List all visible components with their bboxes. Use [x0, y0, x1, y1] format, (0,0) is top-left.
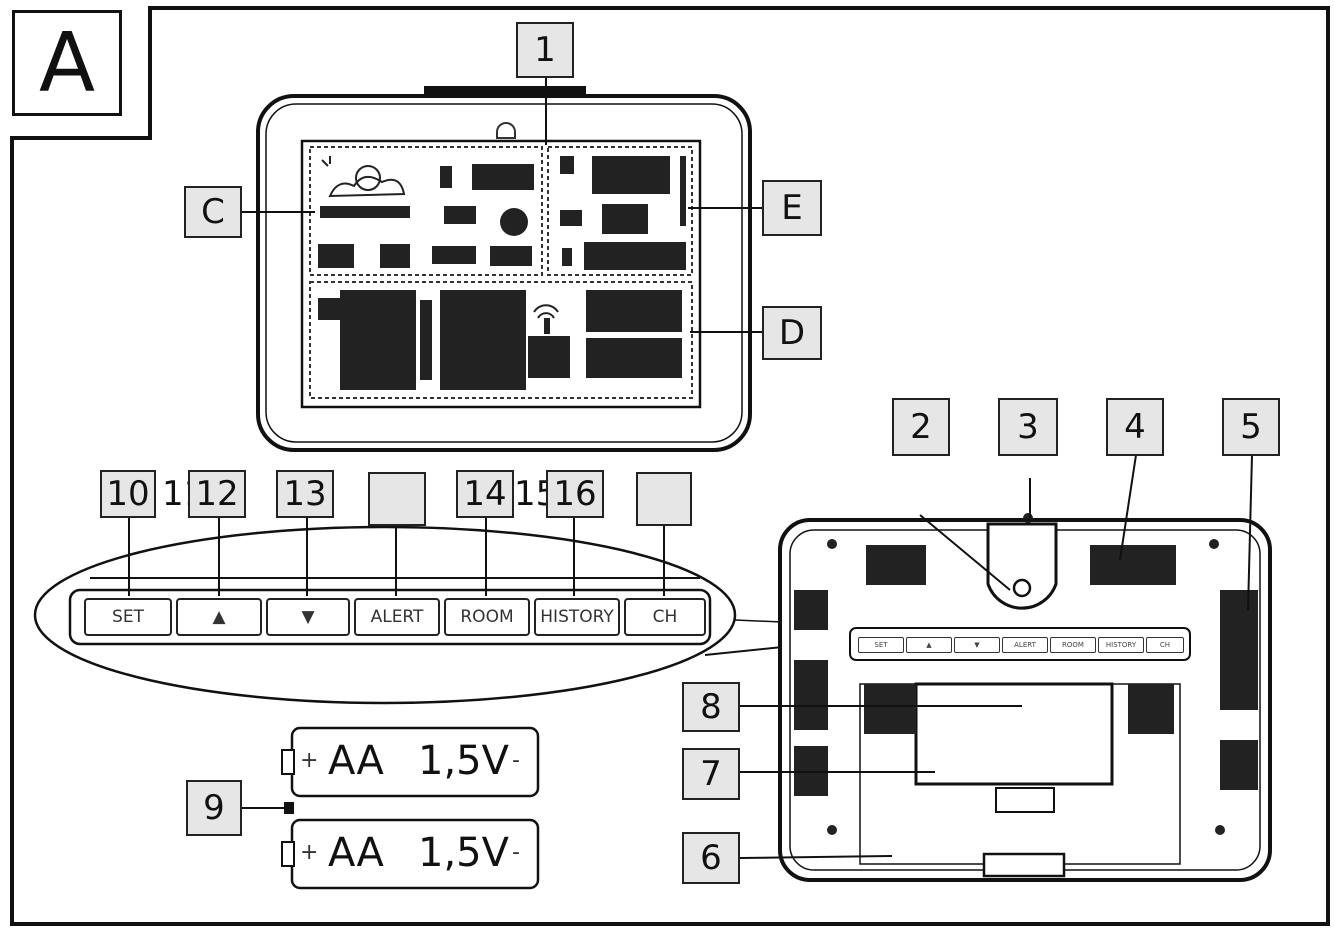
back-alert-button: ALERT [1002, 637, 1048, 653]
zone-d [309, 281, 693, 399]
room-button[interactable]: ROOM [444, 598, 530, 636]
up-button[interactable]: ▲ [176, 598, 262, 636]
callout-2: 2 [892, 398, 950, 456]
battery-bottom-voltage: 1,5V [418, 830, 509, 876]
callout-6: 6 [682, 832, 740, 884]
callout-3: 3 [998, 398, 1058, 456]
callout-16: 16 [546, 470, 604, 518]
battery-bottom-type: AA [328, 830, 384, 876]
button-strip [68, 588, 712, 646]
callout-e: E [762, 180, 822, 236]
down-button[interactable]: ▼ [266, 598, 350, 636]
callout-14: 14 [456, 470, 514, 518]
callout-c: C [184, 186, 242, 238]
back-down-button: ▼ [954, 637, 1000, 653]
alert-button[interactable]: ALERT [354, 598, 440, 636]
callout-d: D [762, 306, 822, 360]
back-ch-button: CH [1146, 637, 1184, 653]
set-button[interactable]: SET [84, 598, 172, 636]
station-top-bar [424, 86, 586, 98]
callout-10: 10 [100, 470, 156, 518]
callout-7: 7 [682, 748, 740, 800]
stand [982, 852, 1066, 878]
callout-blank-ch [636, 472, 692, 526]
history-button[interactable]: HISTORY [534, 598, 620, 636]
zoom-ellipse [33, 525, 737, 705]
figure-label: A [12, 10, 122, 116]
zone-e [547, 146, 693, 276]
battery-bottom-minus: - [512, 840, 520, 865]
back-history-button: HISTORY [1098, 637, 1144, 653]
ch-button[interactable]: CH [624, 598, 706, 636]
callout-4: 4 [1106, 398, 1164, 456]
callout-9: 9 [186, 780, 242, 836]
battery-bottom-plus: + [300, 840, 319, 865]
back-set-button: SET [858, 637, 904, 653]
callout-blank-alert [368, 472, 426, 526]
battery-top-voltage: 1,5V [418, 738, 509, 784]
zone-c [309, 146, 543, 276]
callout-13: 13 [276, 470, 334, 518]
callout-12: 12 [188, 470, 246, 518]
callout-5: 5 [1222, 398, 1280, 456]
back-up-button: ▲ [906, 637, 952, 653]
back-room-button: ROOM [1050, 637, 1096, 653]
battery-top-type: AA [328, 738, 384, 784]
battery-top-plus: + [300, 748, 319, 773]
callout-1: 1 [516, 22, 574, 78]
battery-top-minus: - [512, 748, 520, 773]
callout-8: 8 [682, 682, 740, 732]
weather-icon [321, 156, 406, 198]
